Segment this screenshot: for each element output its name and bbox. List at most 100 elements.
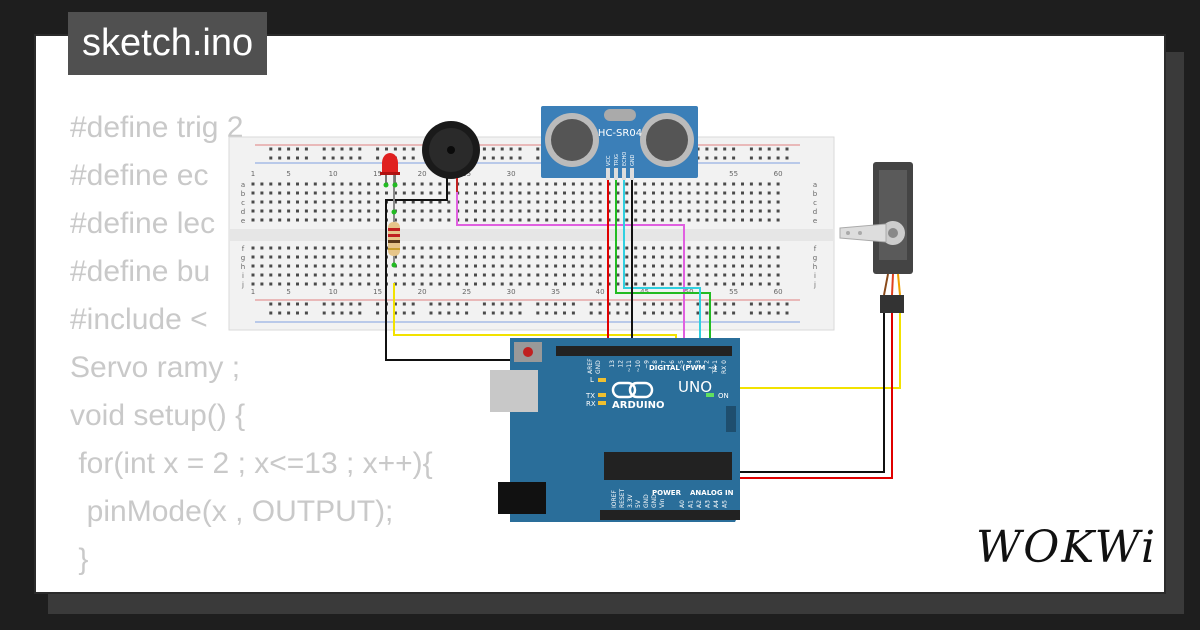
digital-label: DIGITAL (PWM ~) <box>649 364 717 372</box>
row-letter: e <box>813 217 817 225</box>
analog-pin-label: A0 <box>679 500 686 508</box>
row-letter: g <box>241 254 245 262</box>
wire-hc-trig <box>615 180 711 352</box>
row-letter: b <box>241 190 246 198</box>
analog-pin-label: A3 <box>705 500 712 508</box>
wokwi-logo: WOKWi <box>976 522 1158 573</box>
on-label: ON <box>718 392 729 400</box>
column-number: 10 <box>329 288 338 296</box>
column-number: 20 <box>418 288 427 296</box>
arduino-uno[interactable]: ARDUINO UNO DIGITAL (PWM ~) POWER ANALOG… <box>490 338 740 522</box>
power-pin-label: IOREF <box>611 490 618 508</box>
power-pin-label: 3.3V <box>627 493 634 508</box>
digital-pin-label: RX 0 <box>721 360 728 374</box>
power-pin-label: Vin <box>659 498 666 508</box>
code-line: pinMode(x , OUTPUT); <box>70 495 394 528</box>
l-label: L <box>590 376 594 384</box>
analog-pin-label: A4 <box>713 500 720 508</box>
digital-pin-label: ~5 <box>678 360 685 369</box>
resistor[interactable] <box>388 209 400 268</box>
code-line: for(int x = 2 ; x<=13 ; x++){ <box>70 447 433 480</box>
row-letter: a <box>241 181 245 189</box>
code-line: #include < <box>70 303 208 336</box>
analog-pin-label: A1 <box>688 500 695 508</box>
sketch-title[interactable]: sketch.ino <box>68 12 268 75</box>
sensor-pin <box>622 168 626 180</box>
column-number: 5 <box>286 288 290 296</box>
digital-pin-label: ~10 <box>635 360 642 373</box>
code-line: Servo ramy ; <box>70 351 241 384</box>
digital-pin-label: ~11 <box>626 360 633 373</box>
analog-pin-label: A2 <box>696 500 703 508</box>
column-number: 30 <box>507 170 516 178</box>
digital-pin-label: ~3 <box>695 360 702 369</box>
column-number: 60 <box>774 170 783 178</box>
digital-pin-label: 2 <box>704 360 711 364</box>
code-preview: #define trig 2 #define ec #define lec #defi… <box>70 104 433 592</box>
row-letter: f <box>242 245 245 253</box>
digital-pin-label: 8 <box>652 360 659 364</box>
sensor-pin-label: ECHO <box>622 152 628 166</box>
digital-pin-label: 12 <box>618 360 625 368</box>
row-letter: b <box>813 190 818 198</box>
column-number: 1 <box>251 170 255 178</box>
digital-pin-label: 7 <box>661 360 668 364</box>
power-label: POWER <box>652 489 682 497</box>
code-line: #define ec <box>70 159 209 192</box>
column-number: 1 <box>251 288 255 296</box>
code-line: #define lec <box>70 207 216 240</box>
column-number: 25 <box>462 288 471 296</box>
power-pin-label: GND <box>651 494 658 508</box>
column-number: 20 <box>418 170 427 178</box>
arduino-model: UNO <box>678 378 712 396</box>
code-line: f i S (2 { <box>70 584 433 592</box>
sensor-pin-label: VCC <box>606 155 612 166</box>
row-letter: c <box>241 199 245 207</box>
row-letter: j <box>813 281 816 289</box>
row-letter: i <box>242 272 244 280</box>
row-letter: a <box>813 181 817 189</box>
power-pin-label: RESET <box>619 488 626 508</box>
digital-pin-label: 13 <box>609 360 616 368</box>
wire-buzzer-gnd <box>385 180 565 361</box>
buzzer[interactable] <box>422 121 480 192</box>
code-line: #define bu <box>70 255 211 288</box>
row-letter: f <box>814 245 817 253</box>
row-letter: h <box>241 263 245 271</box>
aref-label: AREF <box>587 358 594 374</box>
digital-pin-label: TX 1 <box>712 360 719 375</box>
power-pin-label: GND <box>643 494 650 508</box>
row-letter: j <box>241 281 244 289</box>
row-letter: h <box>813 263 817 271</box>
sensor-label: HC-SR04 <box>598 128 642 139</box>
arduino-brand: ARDUINO <box>612 400 664 411</box>
column-number: 15 <box>373 170 382 178</box>
sensor-pin <box>614 168 618 180</box>
rx-label: RX <box>586 400 596 408</box>
sensor-pin-label: GND <box>630 154 636 166</box>
gnd-label: GND <box>595 360 602 374</box>
row-letter: i <box>814 272 816 280</box>
code-line: void setup() { <box>70 399 246 432</box>
digital-pin-label: ~6 <box>669 360 676 369</box>
row-letter: g <box>813 254 817 262</box>
column-number: 55 <box>729 288 738 296</box>
digital-pin-label: ~9 <box>643 360 650 369</box>
row-letter: d <box>241 208 245 216</box>
red-led[interactable] <box>380 153 400 188</box>
code-line: #define trig 2 <box>70 111 244 144</box>
code-line: } <box>70 543 89 576</box>
column-number: 15 <box>373 288 382 296</box>
column-number: 10 <box>329 170 338 178</box>
column-number: 5 <box>286 170 290 178</box>
servo-motor[interactable] <box>839 162 913 313</box>
wire-hc-echo <box>623 180 701 352</box>
sensor-pin <box>606 168 610 180</box>
